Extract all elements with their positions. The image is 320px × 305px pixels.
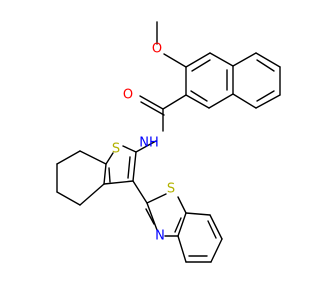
methoxy-oxygen-label: O (152, 42, 162, 57)
atom-labels: O O NH S S N (112, 42, 175, 244)
bond-lines (56, 21, 281, 263)
benzothiazole-nitrogen-label: N (155, 229, 165, 244)
molecule-canvas: O O NH S S N (56, 21, 281, 263)
benzothiazole-sulfur-label: S (167, 182, 175, 197)
molecule-structure: O O NH S S N (56, 21, 281, 263)
carbonyl-oxygen-label: O (123, 88, 133, 103)
amide-nh-label: NH (139, 136, 159, 151)
thiophene-sulfur-label: S (112, 142, 120, 157)
